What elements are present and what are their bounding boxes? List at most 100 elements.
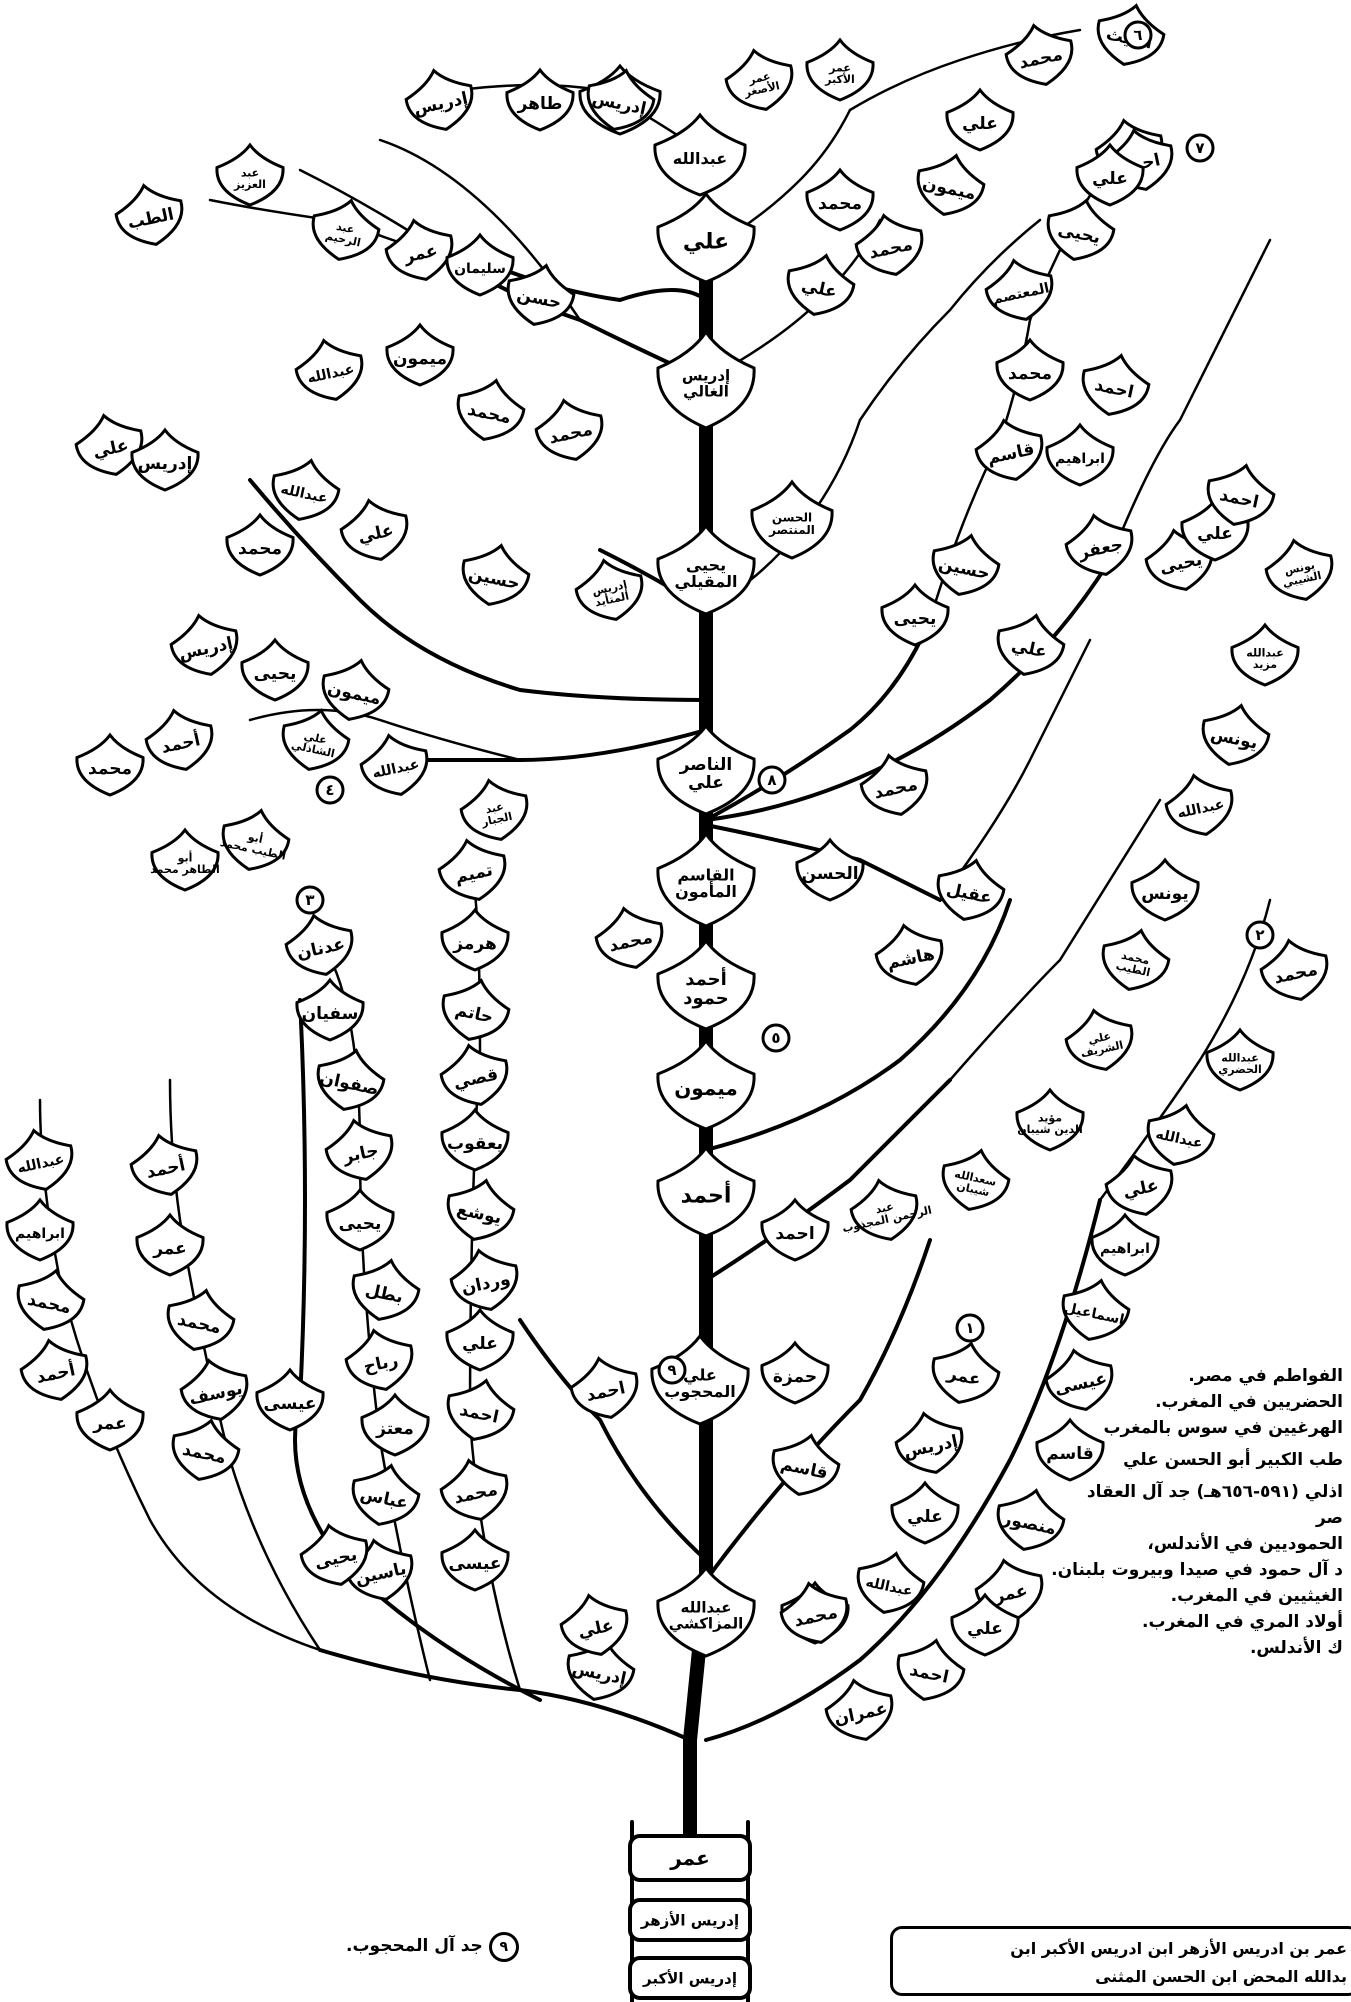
leaf-label: أحمد <box>685 967 727 990</box>
leaf-label: محمد <box>88 759 132 779</box>
leaf-label: العزيز <box>233 178 266 191</box>
legend-line-8: د آل حمود في صيدا وبيروت بلبنان. <box>851 1557 1351 1583</box>
right_shibi-leaf-6: محمدالطيب <box>1096 924 1173 996</box>
leaf-label: المأمون <box>675 881 737 901</box>
right_lower-leaf-13: عمران <box>821 1674 898 1746</box>
note-9-text: جد آل المحجوب. <box>346 1936 483 1956</box>
col_adnan-leaf-8: معتز <box>362 1395 428 1455</box>
col_left2-leaf-1: أحمد <box>126 1129 203 1201</box>
legend-line-4: طب الكبير أبو الحسن علي <box>851 1447 1351 1473</box>
top-leaf-8: علي <box>947 90 1013 150</box>
leaf-label: علي <box>1092 169 1128 189</box>
legend-line-6: صر <box>851 1505 1351 1531</box>
badge-number: ٥ <box>771 1029 780 1047</box>
col_tamim-leaf-7: وردان <box>446 1244 523 1316</box>
col_tamim-leaf-5: يعقوب <box>442 1110 508 1170</box>
col_tamim-leaf-11: عيسى <box>442 1530 508 1590</box>
col_adnan-leaf-4: جابر <box>321 1114 398 1186</box>
right_upper-leaf-12: علي <box>991 609 1068 681</box>
leaf-label: الطاهر محمد <box>150 863 220 876</box>
right_shibi-leaf-5: يونس <box>1132 860 1198 920</box>
leaf-label: سليمان <box>454 261 506 277</box>
leaf-label: ابراهيم <box>1100 1241 1150 1257</box>
col_adnan-leaf-7: رباح <box>341 1324 418 1396</box>
badge-number: ٢ <box>1255 926 1264 944</box>
legend-line-11: ك الأندلس. <box>851 1635 1351 1661</box>
right_shibi-leaf-9: سعداللهشيبان <box>936 1144 1013 1216</box>
lineage-line-1: عمر بن ادريس الأزهر ابن ادريس الأكبر ابن <box>893 1935 1347 1963</box>
right_shibi-leaf-2: عبداللهمزيد <box>1232 625 1298 685</box>
right_shibi-leaf-7: عليالشريف <box>1061 1004 1138 1076</box>
leaf-label: المزاكشي <box>669 1614 743 1632</box>
right_upper-leaf-18: عقيل <box>931 854 1008 926</box>
badge-number: ٨ <box>767 771 776 789</box>
leaf-label: ابراهيم <box>1055 451 1105 467</box>
leaf-label: عمر <box>92 1414 127 1434</box>
branch-5 <box>706 900 1010 1150</box>
leaf-label: الحسن <box>801 864 858 884</box>
leaf-label: ميمون <box>393 349 447 369</box>
col_tamim-leaf-6: يوشع <box>441 1174 518 1246</box>
leaf-label: عيسى <box>448 1554 501 1574</box>
leaf-label: ميمون <box>674 1076 738 1100</box>
right_upper-leaf-16: محمد <box>856 749 933 821</box>
badge-5: ٥ <box>763 1025 789 1051</box>
leaf-label: عيسى <box>263 1394 316 1414</box>
col_adnan-leaf-3: صفوان <box>311 1044 388 1116</box>
root-box-1: عمر <box>630 1836 750 1880</box>
trunk-leaf-9: الحسنالمنتصر <box>752 482 832 558</box>
leaf-label: المحجوب <box>664 1382 735 1401</box>
leaf-label: المقيلي <box>675 572 738 592</box>
badge-8: ٨ <box>759 767 785 793</box>
badge-3: ٣ <box>297 887 323 913</box>
leaf-label: الأكبر <box>824 72 855 86</box>
right_upper-leaf-19: هاشم <box>871 919 948 991</box>
trunk-leaf-1: عبداللهالمزاكشي <box>658 1568 754 1656</box>
badge-number: ١ <box>965 1319 974 1337</box>
left_mid-leaf-4: علي <box>336 494 413 566</box>
trunk_side-leaf-2: احمد <box>762 1200 828 1260</box>
leaf-label: المنتصر <box>768 523 815 537</box>
legend-line-10: أولاد المري في المغرب. <box>851 1609 1351 1635</box>
col_left2-leaf-4: يوسف <box>176 1354 253 1426</box>
leaf-label: محمد <box>818 194 862 214</box>
col_left2-leaf-3: محمد <box>161 1284 238 1356</box>
top-leaf-7: محمد <box>1001 19 1078 91</box>
badge-9: ٩ <box>659 1357 685 1383</box>
lower_center-leaf-10: محمد <box>776 1577 853 1649</box>
right_upper-leaf-4: المعتصم <box>981 254 1058 326</box>
legend-line-2: الحضريين في المغرب. <box>851 1389 1351 1415</box>
trunk-leaf-11: علي <box>658 194 754 282</box>
leaf-label: عبدالله <box>673 149 727 168</box>
root-box-label: إدريس الأزهر <box>640 1911 739 1929</box>
col_adnan-leaf-1: عدنان <box>281 909 358 981</box>
trunk-leaf-8: يحيىالمقيلي <box>658 526 754 614</box>
lower_center-leaf-4: علي <box>556 1589 633 1661</box>
col_tamim-leaf-9: احمد <box>441 1374 518 1446</box>
top-leaf-12: علي <box>781 249 858 321</box>
col_far_left-leaf-1: عبدالله <box>1 1124 78 1196</box>
branch-1 <box>320 1650 690 1740</box>
col_adnan-leaf-6: بطل <box>346 1254 423 1326</box>
left_mid-leaf-8: يحيى <box>242 640 308 700</box>
root-box-label: عمر <box>669 1846 710 1870</box>
col_tamim-leaf-4: قصي <box>436 1039 513 1111</box>
legend-line-9: الغيثيين في المغرب. <box>851 1583 1351 1609</box>
left_upper-leaf-10: محمد <box>531 394 608 466</box>
badge-6: ٦ <box>1125 22 1151 48</box>
leaf-label: طاهر <box>517 94 563 114</box>
left_shadhili-leaf-4: عبدالله <box>356 729 433 801</box>
col_far_left-leaf-3: محمد <box>11 1264 88 1336</box>
col_left2-leaf-5: عيسى <box>257 1370 323 1430</box>
trunk-leaf-3: أحمد <box>658 1148 754 1236</box>
note-9: ٩جد آل المحجوب. <box>346 1932 519 1962</box>
left_shadhili-leaf-2: محمد <box>77 735 143 795</box>
col_tamim-leaf-8: علي <box>447 1310 513 1370</box>
badge-7: ٧ <box>1187 135 1213 161</box>
leaf-label: سفيان <box>302 1004 359 1024</box>
leaf-label: ابراهيم <box>15 1226 65 1242</box>
